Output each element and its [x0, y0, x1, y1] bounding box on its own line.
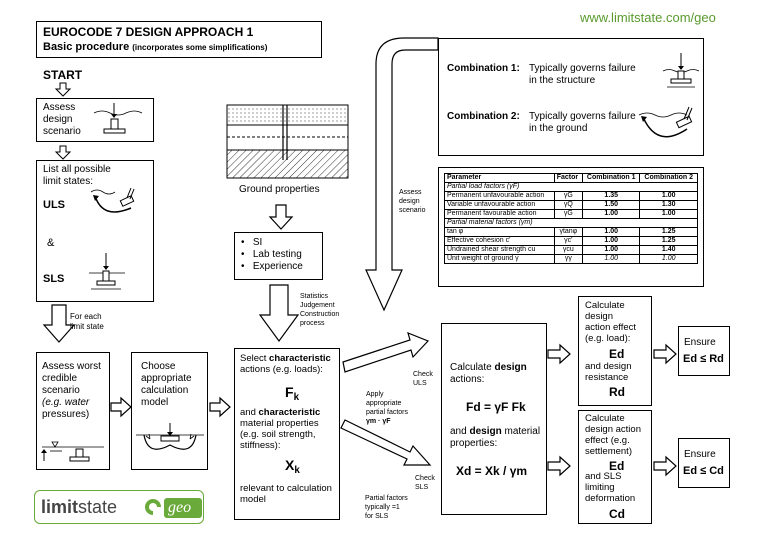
footing-icon	[93, 103, 143, 134]
down-arrow-limit-state	[42, 304, 76, 343]
mechanism-icon	[136, 423, 204, 450]
title-box: EUROCODE 7 DESIGN APPROACH 1 Basic proce…	[36, 21, 322, 58]
down-arrow-start	[54, 82, 72, 97]
ground-sources-box: • SI • Lab testing • Experience	[234, 232, 323, 280]
check-uls-label: Check ULS	[413, 371, 433, 387]
ensure-sls-box: Ensure Ed ≤ Cd	[678, 438, 730, 488]
arrow-to-sls	[340, 419, 432, 466]
uls-label: ULS	[43, 199, 65, 211]
assess-line-3: scenario	[43, 126, 81, 137]
assess-design-box: Assess design scenario	[36, 98, 154, 142]
assess-line-2: design	[43, 114, 73, 125]
for-each-label: For each limit state	[70, 312, 104, 331]
assess-line-1: Assess	[43, 102, 76, 113]
sls-effect-box: Calculate design action effect (e.g. set…	[578, 410, 652, 524]
table-section-row: Partial material factors (γm)	[444, 218, 698, 228]
bent-arrow-assess-scenario	[365, 37, 439, 312]
col-parameter: Parameter	[444, 173, 555, 183]
worst-scenario-box: Assess worst credible scenario (e.g. wat…	[36, 352, 110, 470]
symbol-Xk: Xk	[285, 457, 300, 476]
partial-factors-sls-note: Partial factors typically =1 for SLS	[365, 495, 408, 520]
logo-word-limit: limit	[41, 497, 79, 517]
down-arrow-assess	[54, 145, 72, 160]
down-arrow-statistics	[258, 284, 300, 343]
ground-properties-label: Ground properties	[239, 184, 320, 195]
symbol-Ed-sls: Ed	[609, 459, 625, 473]
arrow-to-ensure-sls	[653, 455, 677, 477]
combinations-box: Combination 1: Typically governs failure…	[438, 38, 704, 156]
page-subtitle: Basic procedure (incorporates some simpl…	[43, 41, 268, 53]
right-arrow-2	[209, 396, 231, 418]
water-table-icon	[41, 441, 104, 462]
symbol-Ed-uls: Ed	[609, 347, 625, 361]
calc-model-box: Choose appropriate calculation model	[131, 352, 208, 470]
check-sls-label: Check SLS	[415, 475, 435, 491]
ensure-uls-box: Ensure Ed ≤ Rd	[678, 326, 730, 376]
list-line-2: limit states:	[43, 176, 94, 187]
list-line-1: List all possible	[43, 164, 111, 175]
ampersand: &	[47, 237, 55, 249]
structure-icon	[662, 53, 700, 88]
logo-word-state: state	[78, 497, 118, 517]
bullet-lab: • Lab testing	[241, 249, 302, 260]
limitstate-geo-logo[interactable]: limitstate geo	[34, 490, 204, 524]
bullet-experience: • Experience	[241, 261, 303, 272]
symbol-Rd: Rd	[609, 385, 625, 399]
logo-mark-icon	[145, 499, 162, 516]
website-link[interactable]: www.limitstate.com/geo	[580, 10, 716, 25]
symbol-Fk: Fk	[285, 384, 300, 403]
arrow-to-ensure-uls	[653, 343, 677, 365]
ensure-sls-inequality: Ed ≤ Cd	[683, 465, 724, 477]
ground-failure-icon	[638, 106, 693, 138]
symbol-Cd: Cd	[609, 507, 625, 521]
uls-failure-icon	[90, 187, 135, 213]
uls-effect-box: Calculate design action effect (e.g. loa…	[578, 296, 652, 406]
bullet-si: • SI	[241, 237, 263, 248]
start-label: START	[43, 68, 83, 82]
arrow-to-uls	[342, 331, 430, 373]
col-combination-1: Combination 1	[581, 173, 641, 183]
sls-label: SLS	[43, 273, 65, 285]
logo-word-geo: geo	[168, 499, 192, 516]
limit-states-box: List all possible limit states: ULS & SL…	[36, 160, 154, 302]
table-section-row: Partial load factors (γF)	[444, 182, 698, 192]
down-arrow-ground	[268, 204, 294, 230]
formula-Xd: Xd = Xk / γm	[456, 464, 528, 478]
design-values-box: Calculate design actions: Fd = γF Fk and…	[441, 323, 547, 515]
right-arrow-1	[110, 396, 132, 418]
statistics-note: Statistics Judgement Construction proces…	[300, 293, 340, 327]
sls-settlement-icon	[89, 253, 125, 290]
partial-factors-table-box: Parameter Factor Combination 1 Combinati…	[438, 167, 704, 287]
ensure-uls-inequality: Ed ≤ Rd	[683, 353, 724, 365]
characteristic-values-box: Select characteristic actions (e.g. load…	[234, 348, 340, 520]
page-title: EUROCODE 7 DESIGN APPROACH 1	[43, 25, 254, 39]
arrow-calc-to-sls-effect	[547, 455, 571, 477]
partial-factors-table: Parameter Factor Combination 1 Combinati…	[444, 173, 698, 264]
ground-layers-sketch	[226, 104, 349, 179]
apply-factors-note: Apply appropriate partial factors γm · γ…	[366, 391, 409, 425]
col-factor: Factor	[553, 173, 584, 183]
col-combination-2: Combination 2	[639, 173, 698, 183]
arrow-calc-to-uls-effect	[547, 343, 571, 365]
table-header-row: Parameter Factor Combination 1 Combinati…	[444, 173, 698, 183]
formula-Fd: Fd = γF Fk	[466, 400, 526, 414]
assess-scenario-side-label: Assess design scenario	[399, 189, 426, 214]
